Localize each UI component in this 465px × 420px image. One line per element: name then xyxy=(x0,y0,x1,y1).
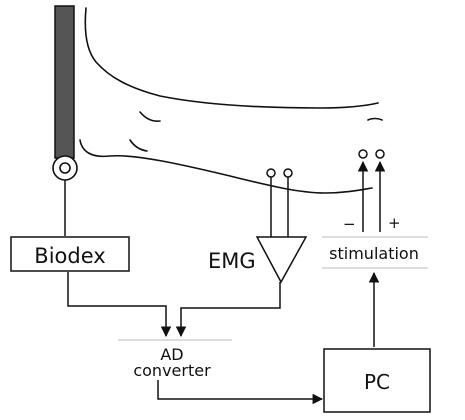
foot-outline xyxy=(79,7,383,194)
ankle-bone-contour xyxy=(139,111,161,122)
ad-label-line1: AD xyxy=(160,345,183,364)
wire-ad-to-pc xyxy=(157,380,324,405)
stim-electrode-plus xyxy=(375,149,385,159)
emg-label: EMG xyxy=(208,249,256,273)
pc-box xyxy=(323,348,431,413)
toe-crease xyxy=(367,117,383,121)
wire-biodex-to-ad xyxy=(67,272,172,338)
stim-electrodes xyxy=(358,149,385,159)
emg-electrodes xyxy=(266,168,293,178)
heel-crease xyxy=(129,139,148,152)
emg-electrode-left xyxy=(266,168,276,178)
biodex-axis-inner xyxy=(59,162,71,174)
biodex-lever-arm xyxy=(54,5,75,159)
stimulation-label: stimulation xyxy=(329,244,419,263)
biodex-box xyxy=(10,236,130,272)
pc-label: PC xyxy=(364,370,390,394)
biodex-label: Biodex xyxy=(34,244,105,268)
wire-emg-to-ad xyxy=(175,282,281,338)
emg-electrode-right xyxy=(283,168,293,178)
stim-minus-sign: − xyxy=(343,215,356,233)
foot-sole-contour xyxy=(79,139,373,194)
ad-label-line2: converter xyxy=(133,361,211,380)
stim-plus-sign: + xyxy=(388,214,401,232)
stim-electrode-minus xyxy=(358,149,368,159)
foot-top-contour xyxy=(84,7,379,109)
emg-amplifier xyxy=(255,236,308,284)
wires xyxy=(64,160,386,405)
